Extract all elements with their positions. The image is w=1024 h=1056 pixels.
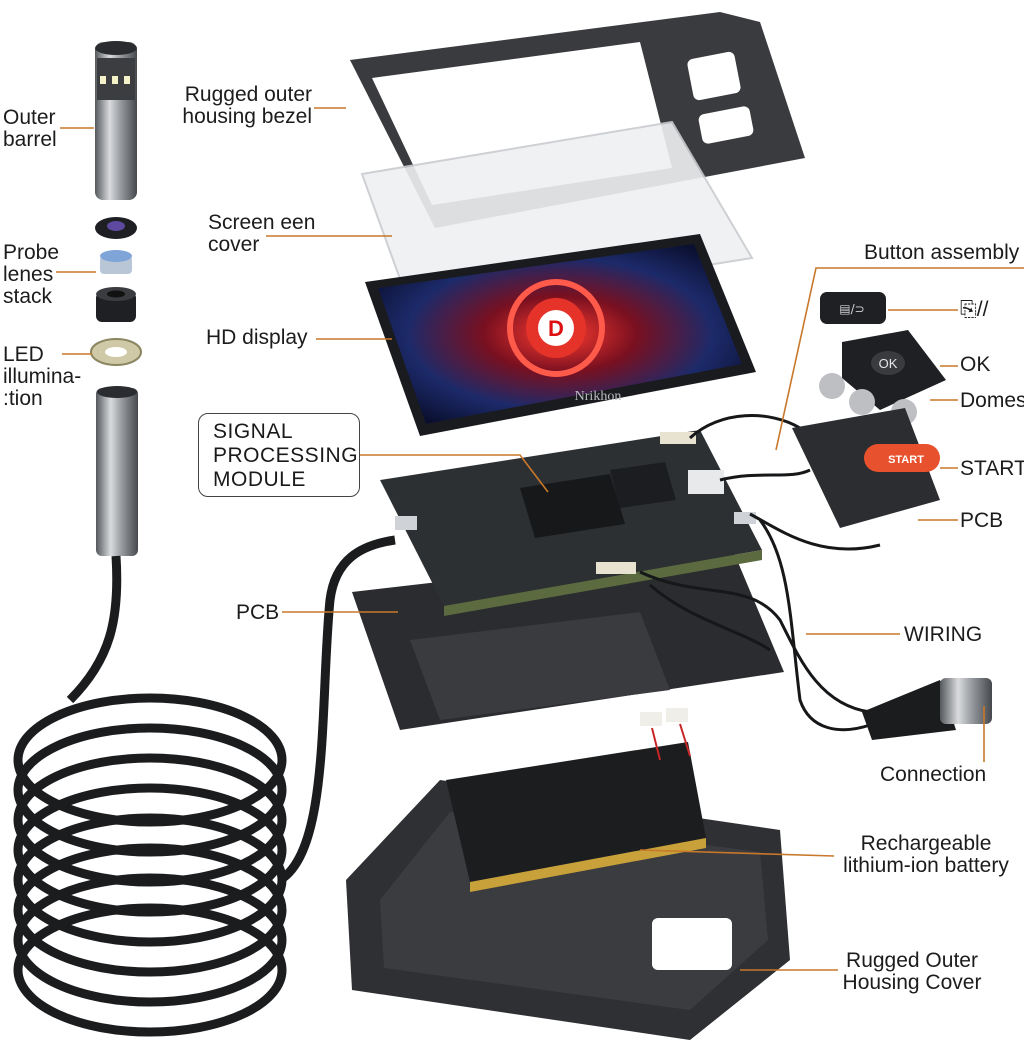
label-pcb-left: PCB xyxy=(236,601,280,624)
label-housing-bezel: Rugged outer housing bezel xyxy=(182,83,312,128)
button-assembly-parts: ▤/⊃ OK START xyxy=(792,292,946,528)
cable-coil xyxy=(13,535,396,1037)
ok-key-glyph: OK xyxy=(879,356,898,371)
home-key-glyph: ▤/⊃ xyxy=(839,302,864,316)
wiring xyxy=(639,414,881,732)
label-hd-display: HD display xyxy=(206,326,308,349)
label-start: START xyxy=(960,457,1024,480)
label-led-illumination: LED illumina- :tion xyxy=(3,343,82,410)
outer-barrel xyxy=(95,41,137,200)
label-housing-cover: Rugged Outer Housing Cover xyxy=(842,949,982,994)
battery-pack xyxy=(446,708,706,892)
label-ok: OK xyxy=(960,353,991,376)
label-outer-barrel: Outer barrel xyxy=(3,106,57,151)
label-screen-cover: Screen een cover xyxy=(208,211,316,256)
probe-tube xyxy=(96,386,138,556)
probe-lens-stack xyxy=(95,217,137,322)
display-badge: D xyxy=(548,316,564,341)
label-connection: Connection xyxy=(880,763,987,786)
label-battery: Rechargeable lithium-ion battery xyxy=(843,832,1009,877)
leader-lines xyxy=(56,107,1024,971)
usb-connector xyxy=(862,678,992,740)
led-ring xyxy=(90,338,142,366)
label-wiring: WIRING xyxy=(904,623,983,646)
label-menu-back: ⎘// xyxy=(960,298,989,321)
label-probe-lens-stack: Probe lenes stack xyxy=(3,241,60,308)
label-signal-processing-module: SIGNAL PROCESSING MODULE xyxy=(198,413,360,497)
brand-logo: Nrikhon xyxy=(575,389,622,404)
label-pcb-right: PCB xyxy=(960,509,1004,532)
label-domes: Domes xyxy=(960,389,1024,412)
start-key-glyph: START xyxy=(888,454,924,466)
hd-display: D Nrikhon xyxy=(365,234,756,436)
label-button-assembly: Button assembly xyxy=(864,241,1020,264)
